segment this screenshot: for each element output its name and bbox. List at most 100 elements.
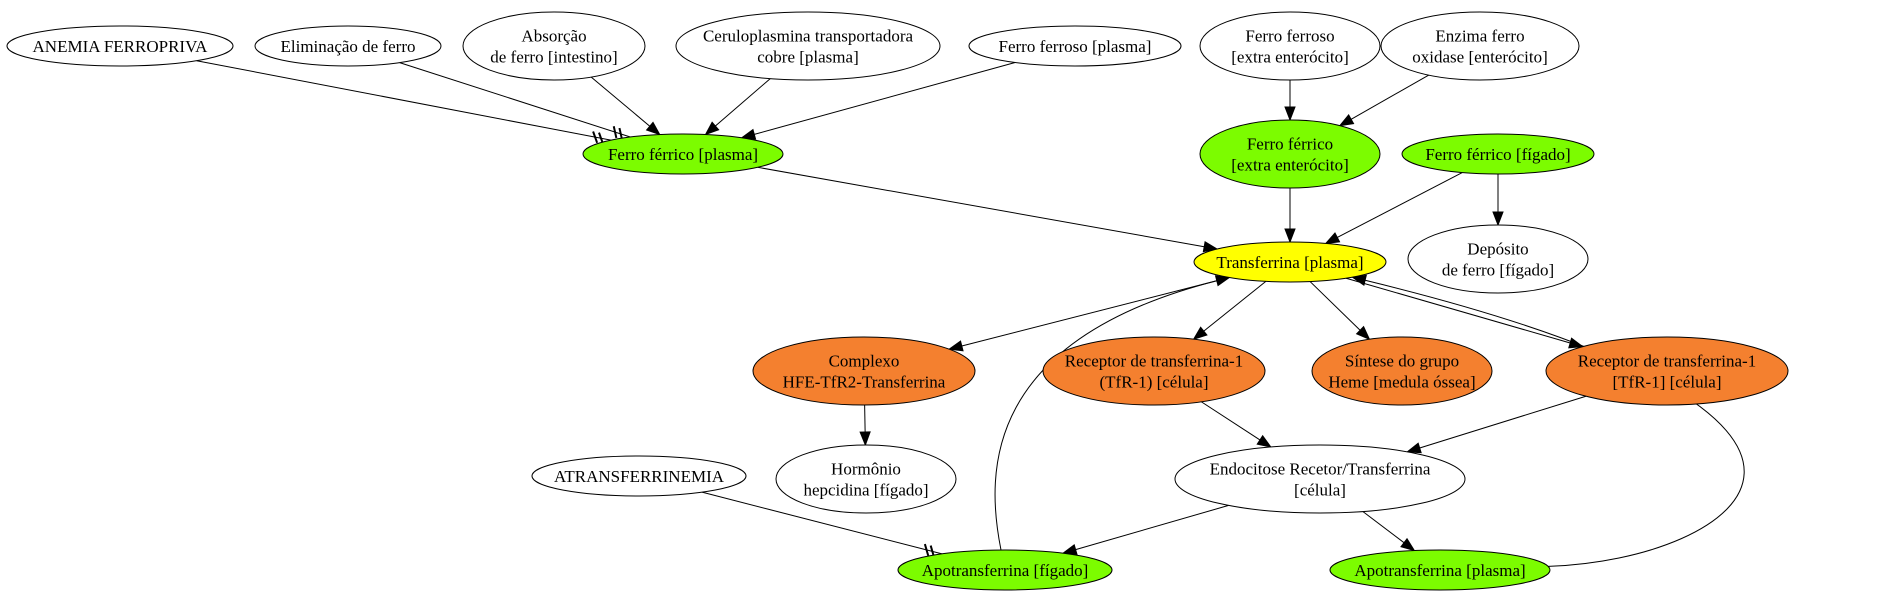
edge-ferrico-plasma-to-transferrina — [757, 166, 1219, 253]
node-shape — [1401, 133, 1595, 175]
node-ferrico-plasma: Ferro férrico [plasma] — [582, 133, 784, 175]
node-absorcao: Absorção de ferro [intestino] — [462, 11, 646, 81]
node-label: de ferro [fígado] — [1442, 261, 1554, 280]
arrowhead — [1256, 434, 1273, 448]
arrowhead — [1492, 211, 1504, 227]
edge-transferrina-to-sintese — [1309, 281, 1371, 341]
node-label: Enzima ferro — [1435, 27, 1524, 46]
edge-transferrina-to-receptor1 — [1192, 280, 1267, 341]
arrowhead — [1338, 114, 1355, 127]
node-ferrico-figado: Ferro férrico [fígado] — [1401, 133, 1595, 175]
node-eliminacao: Eliminação de ferro — [254, 25, 442, 67]
node-shape — [775, 444, 957, 514]
node-receptor2: Receptor de transferrina-1 [TfR-1] [célul… — [1545, 336, 1789, 406]
node-label: Ferro férrico [fígado] — [1425, 145, 1570, 164]
node-label: [TfR-1] [célula] — [1612, 373, 1721, 392]
node-shape — [1042, 336, 1266, 406]
node-label: Hormônio — [831, 460, 901, 479]
node-label: ATRANSFERRINEMIA — [554, 467, 725, 486]
node-apo-figado: Apotransferrina [fígado] — [897, 549, 1113, 591]
arrowhead — [859, 431, 871, 447]
node-atransferrinemia: ATRANSFERRINEMIA — [531, 455, 747, 497]
node-label: Ceruloplasmina transportadora — [703, 27, 914, 46]
edge-ferrico-figado-to-deposito — [1492, 174, 1504, 227]
node-shape — [1193, 241, 1387, 283]
edge-complexo-to-hormonio — [859, 404, 871, 447]
node-label: Receptor de transferrina-1 — [1065, 352, 1243, 371]
node-label: [extra enterócito] — [1231, 156, 1349, 175]
node-label: de ferro [intestino] — [490, 48, 617, 67]
node-shape — [1199, 119, 1381, 189]
node-label: Endocitose Recetor/Transferrina — [1210, 460, 1431, 479]
arrowhead — [704, 121, 720, 136]
edge-ferroso-extra-to-ferrico-extra — [1284, 80, 1296, 122]
node-label: [célula] — [1294, 481, 1346, 500]
node-endocitose: Endocitose Recetor/Transferrina [célula] — [1174, 444, 1466, 514]
node-label: Absorção — [521, 27, 586, 46]
arrowhead — [947, 340, 964, 352]
node-label: Apotransferrina [fígado] — [922, 561, 1089, 580]
node-label: hepcidina [fígado] — [803, 481, 928, 500]
arrowhead — [1324, 232, 1341, 245]
node-label: HFE-TfR2-Transferrina — [783, 373, 946, 392]
edge-absorcao-to-ferrico-plasma — [590, 76, 661, 136]
edge-receptor2-to-endocitose — [1405, 395, 1587, 454]
arrowhead — [1355, 325, 1371, 341]
edge-endocitose-to-apo-figado — [1061, 504, 1229, 555]
node-receptor1: Receptor de transferrina-1 (TfR-1) [célul… — [1042, 336, 1266, 406]
edge-ceruloplasmina-to-ferrico-plasma — [704, 78, 771, 136]
edges-layer — [196, 60, 1745, 567]
node-shape — [531, 455, 747, 497]
node-label: oxidase [enterócito] — [1412, 48, 1547, 67]
node-label: Complexo — [829, 352, 900, 371]
node-shape — [1407, 224, 1589, 294]
node-transferrina: Transferrina [plasma] — [1193, 241, 1387, 283]
node-label: Receptor de transferrina-1 — [1578, 352, 1756, 371]
edge-apo-plasma-to-transferrina — [1351, 274, 1745, 567]
arrowhead — [645, 121, 661, 136]
arrowhead — [1284, 106, 1296, 122]
node-apo-plasma: Apotransferrina [plasma] — [1329, 549, 1551, 591]
edge-ferrico-extra-to-transferrina — [1284, 188, 1296, 244]
inhibition-tick — [612, 126, 618, 139]
node-label: (TfR-1) [célula] — [1099, 373, 1208, 392]
node-shape — [968, 25, 1182, 67]
node-shape — [752, 336, 976, 406]
node-label: Ferro férrico — [1247, 135, 1333, 154]
node-ferrico-extra: Ferro férrico [extra enterócito] — [1199, 119, 1381, 189]
node-shape — [254, 25, 442, 67]
edge-receptor1-to-endocitose — [1201, 401, 1273, 448]
node-enzima: Enzima ferro oxidase [enterócito] — [1380, 11, 1580, 81]
node-label: Eliminação de ferro — [281, 37, 416, 56]
node-ferroso-extra: Ferro ferroso[extra enterócito] — [1199, 11, 1381, 81]
edge-ferrico-figado-to-transferrina — [1324, 172, 1463, 245]
node-ferroso-plasma: Ferro ferroso [plasma] — [968, 25, 1182, 67]
node-shape — [675, 11, 941, 81]
node-shape — [1545, 336, 1789, 406]
node-label: Síntese do grupo — [1345, 352, 1459, 371]
node-shape — [1174, 444, 1466, 514]
node-label: Depósito — [1467, 240, 1528, 259]
node-label: Ferro ferroso [plasma] — [999, 37, 1152, 56]
node-shape — [462, 11, 646, 81]
nodes-layer: ANEMIA FERROPRIVA Eliminação de ferro Abso… — [6, 11, 1789, 591]
arrowhead — [1192, 326, 1208, 341]
node-shape — [582, 133, 784, 175]
node-shape — [1329, 549, 1551, 591]
node-label: [extra enterócito] — [1231, 48, 1349, 67]
node-shape — [897, 549, 1113, 591]
node-shape — [1311, 336, 1493, 406]
edge-apo-figado-to-transferrina — [994, 275, 1231, 551]
node-label: Ferro férrico [plasma] — [608, 145, 758, 164]
edge-transferrina-to-complexo — [947, 277, 1230, 352]
edge-endocitose-to-apo-plasma — [1362, 511, 1416, 552]
node-shape — [1199, 11, 1381, 81]
node-hormonio: Hormônio hepcidina [fígado] — [775, 444, 957, 514]
edge-enzima-to-ferrico-extra — [1338, 74, 1430, 127]
node-label: ANEMIA FERROPRIVA — [33, 37, 209, 56]
arrowhead — [1405, 442, 1422, 454]
